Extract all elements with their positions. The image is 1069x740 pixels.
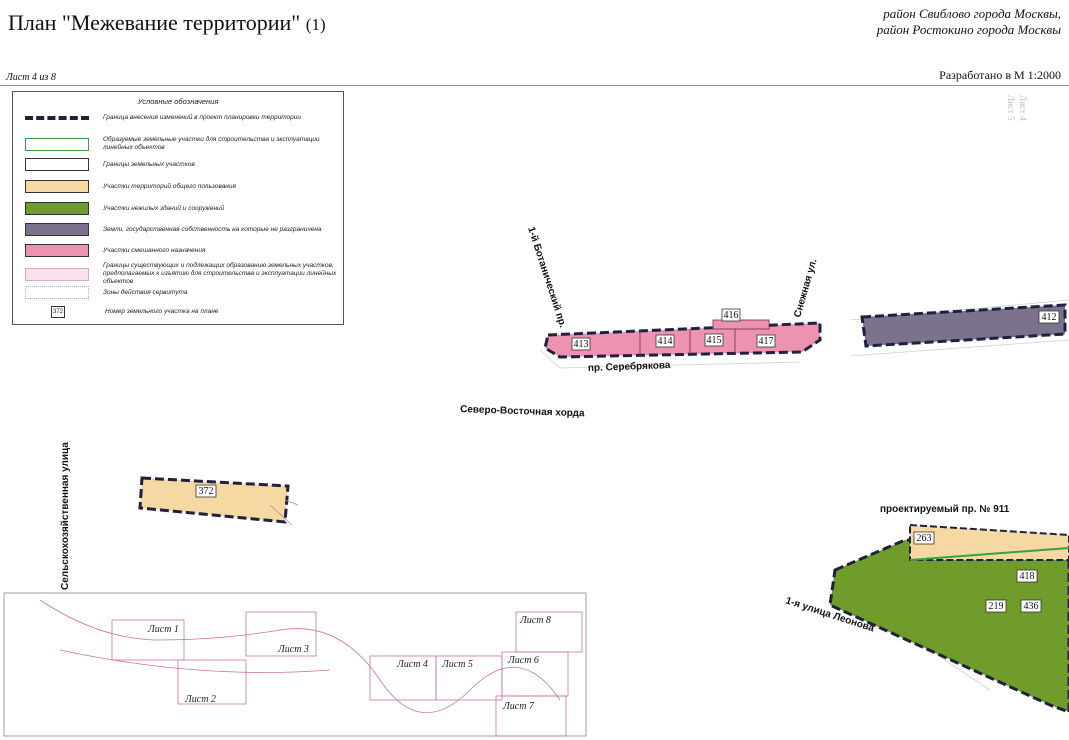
legend-title: Условные обозначения [137,97,219,106]
legend: Условные обозначения Граница внесения из… [12,91,344,325]
district-line-2: район Ростокино города Москвы [876,22,1061,37]
street-label-proekt911: проектируемый пр. № 911 [880,504,1010,515]
side-note-sheet5: Лист 5 [1006,95,1016,121]
page-title: План "Межевание территории" (1) [8,10,326,36]
legend-text: Участки территорий общего пользования [103,182,236,190]
sheet-number: Лист 4 из 8 [6,72,56,83]
district-line-1: район Свиблово города Москвы, [883,6,1061,21]
street-label-serebryakova: пр. Серебрякова [588,359,671,374]
legend-text: Участки нежилых зданий и сооружений [103,204,225,212]
legend-swatch-black-outline [25,158,89,171]
parcel-label-417: 417 [759,336,774,347]
key-sheet-3[interactable]: Лист 3 [277,644,309,655]
key-sheet-8[interactable]: Лист 8 [519,615,551,626]
parcel-label-219: 219 [989,601,1004,612]
parcel-372[interactable]: 372 [138,476,299,526]
parcel-412[interactable]: 412 [860,303,1067,348]
street-label-snezhnaya: Снежная ул. [792,257,819,318]
key-sheet-7[interactable]: Лист 7 [502,701,535,712]
parcel-label-412: 412 [1042,312,1057,323]
key-sheet-2[interactable]: Лист 2 [184,694,216,705]
legend-text: Границы земельных участков [103,160,195,168]
key-sheet-5[interactable]: Лист 5 [441,659,473,670]
legend-item-mixed: Участки смешанного назначения [25,244,337,257]
key-sheet-4[interactable]: Лист 4 [396,659,428,670]
legend-swatch-pink [25,244,89,257]
legend-swatch-green-outline [25,137,89,151]
header-divider [0,85,1069,86]
scale-note: Разработано в М 1:2000 [939,68,1061,82]
legend-swatch-number: 372 [51,306,65,318]
legend-text: Земли, государственная собственность на … [103,225,322,233]
legend-text: Граница внесения изменений в проект план… [103,114,301,121]
parcels-green-group[interactable]: 263 418 219 436 [828,523,1069,714]
legend-item-nonresidential: Участки нежилых зданий и сооружений [25,202,337,215]
legend-text: Зоны действия сервитута [103,288,188,296]
parcel-label-416: 416 [724,310,739,321]
key-map[interactable]: Лист 1 Лист 2 Лист 3 Лист 4 Лист 5 Лист … [3,592,587,737]
key-sheet-6[interactable]: Лист 6 [507,655,539,666]
legend-item-parcel-bounds: Границы земельных участков [25,158,337,171]
title-number: (1) [305,15,326,34]
legend-swatch-grey [25,223,89,236]
legend-swatch-olive [25,202,89,215]
legend-item-state-land: Земли, государственная собственность на … [25,223,337,236]
title-text: План "Межевание территории" [8,10,301,35]
parcel-label-263: 263 [917,533,932,544]
parcels-pink-group[interactable]: 413 414 415 416 417 [543,308,822,359]
legend-swatch-dashed [25,116,89,120]
legend-swatch-cream [25,180,89,193]
parcel-label-413: 413 [574,339,589,350]
legend-item-public: Участки территорий общего пользования [25,180,337,193]
street-label-botanicheskiy: 1-й Ботанический пр. [525,226,568,330]
legend-item-number: 372 Номер земельного участка на плане [25,306,337,318]
legend-text: Границы существующих и подлежащих образо… [103,262,337,285]
key-sheet-1[interactable]: Лист 1 [147,624,179,635]
parcel-label-415: 415 [707,335,722,346]
street-label-khorda: Северо-Восточная хорда [460,404,585,419]
parcel-label-372: 372 [199,486,214,497]
parcel-label-418: 418 [1020,571,1035,582]
legend-text: Образуемые земельные участки для строите… [103,136,320,151]
legend-item-easement: Зоны действия сервитута [25,286,337,299]
legend-text: Номер земельного участка на плане [105,308,219,315]
legend-item-withdrawal: Границы существующих и подлежащих образо… [25,262,337,286]
street-label-selskokhoz: Сельскохозяйственная улица [60,442,71,590]
legend-item-new-parcels: Образуемые земельные участки для строите… [25,136,337,152]
parcel-label-436: 436 [1024,601,1039,612]
legend-swatch-light-pink [25,267,89,281]
district-block: район Свиблово города Москвы, район Рост… [877,6,1061,38]
legend-text: Участки смешанного назначения [103,246,206,254]
legend-swatch-dotted [25,286,89,299]
parcel-label-414: 414 [658,336,673,347]
legend-item-boundary: Граница внесения изменений в проект план… [25,114,337,122]
side-note-sheet4: Лист 4 [1018,95,1028,121]
